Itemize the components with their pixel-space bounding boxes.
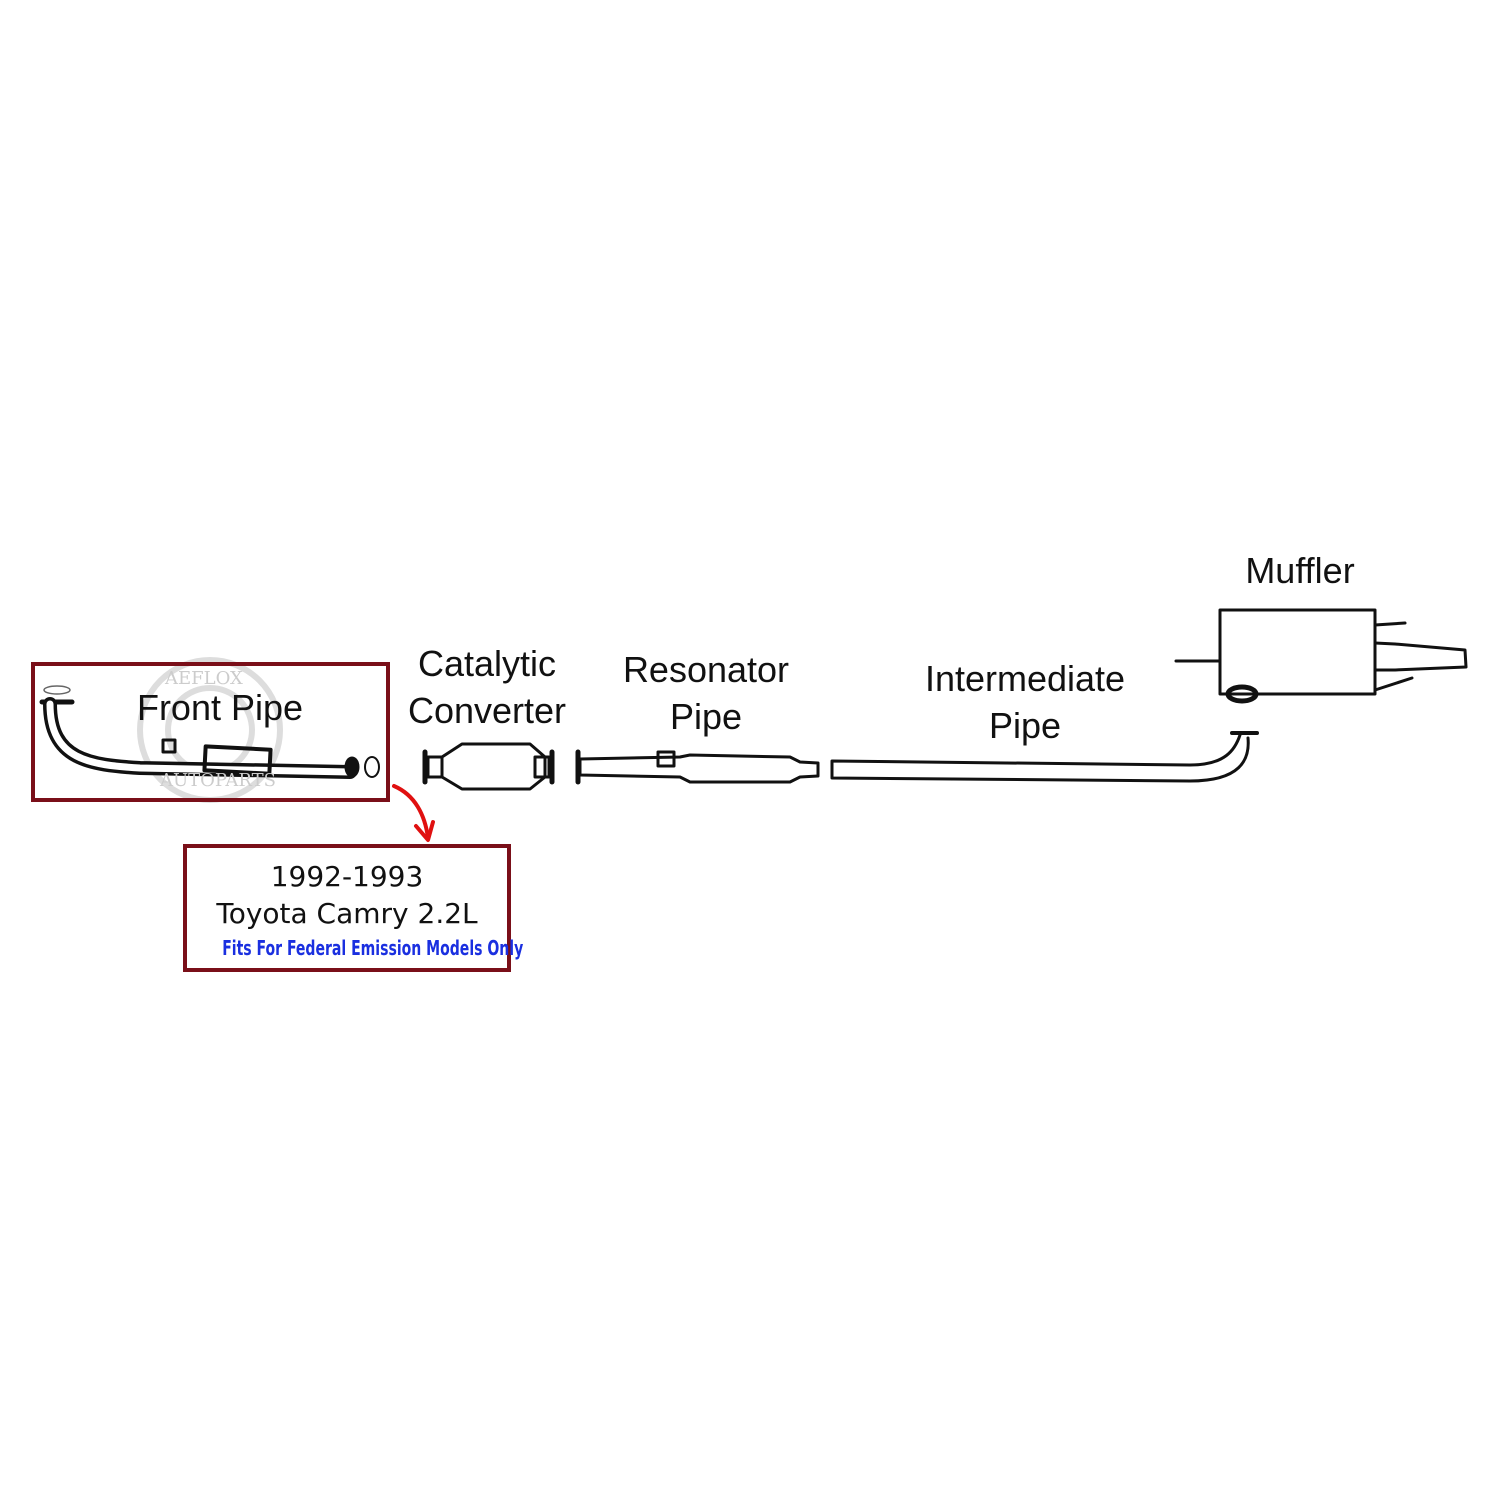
catalytic-label-line2: Converter: [407, 690, 567, 731]
fitment-info-box: 1992-1993 Toyota Camry 2.2L Fits For Fed…: [183, 844, 524, 972]
front-pipe-label: Front Pipe: [136, 687, 304, 728]
intermediate-label-line1: Intermediate: [924, 658, 1126, 699]
watermark-bottom: AUTOPARTS: [160, 770, 276, 791]
resonator-pipe-drawing: [575, 749, 820, 785]
muffler-label: Muffler: [1245, 550, 1355, 591]
resonator-pipe-label: Resonator Pipe: [606, 646, 806, 740]
catalytic-converter-drawing: [422, 742, 555, 791]
intermediate-label-line2: Pipe: [988, 705, 1062, 746]
catalytic-label-line1: Catalytic: [417, 643, 557, 684]
front-pipe-highlight-box: [31, 662, 390, 802]
front-pipe-drawing: [39, 685, 380, 779]
catalytic-converter-label: Catalytic Converter: [397, 640, 577, 734]
muffler-drawing: [1174, 608, 1468, 704]
resonator-label-line1: Resonator: [622, 649, 790, 690]
intermediate-pipe-drawing: [830, 731, 1259, 783]
fitment-vehicle: Toyota Camry 2.2L: [216, 897, 478, 930]
resonator-label-line2: Pipe: [669, 696, 743, 737]
red-arrow-icon: [392, 784, 435, 842]
watermark-top: AEFLOX: [165, 668, 243, 689]
fitment-note: Fits For Federal Emission Models Only: [222, 936, 524, 960]
fitment-years: 1992-1993: [270, 860, 424, 893]
intermediate-pipe-label: Intermediate Pipe: [915, 655, 1135, 749]
